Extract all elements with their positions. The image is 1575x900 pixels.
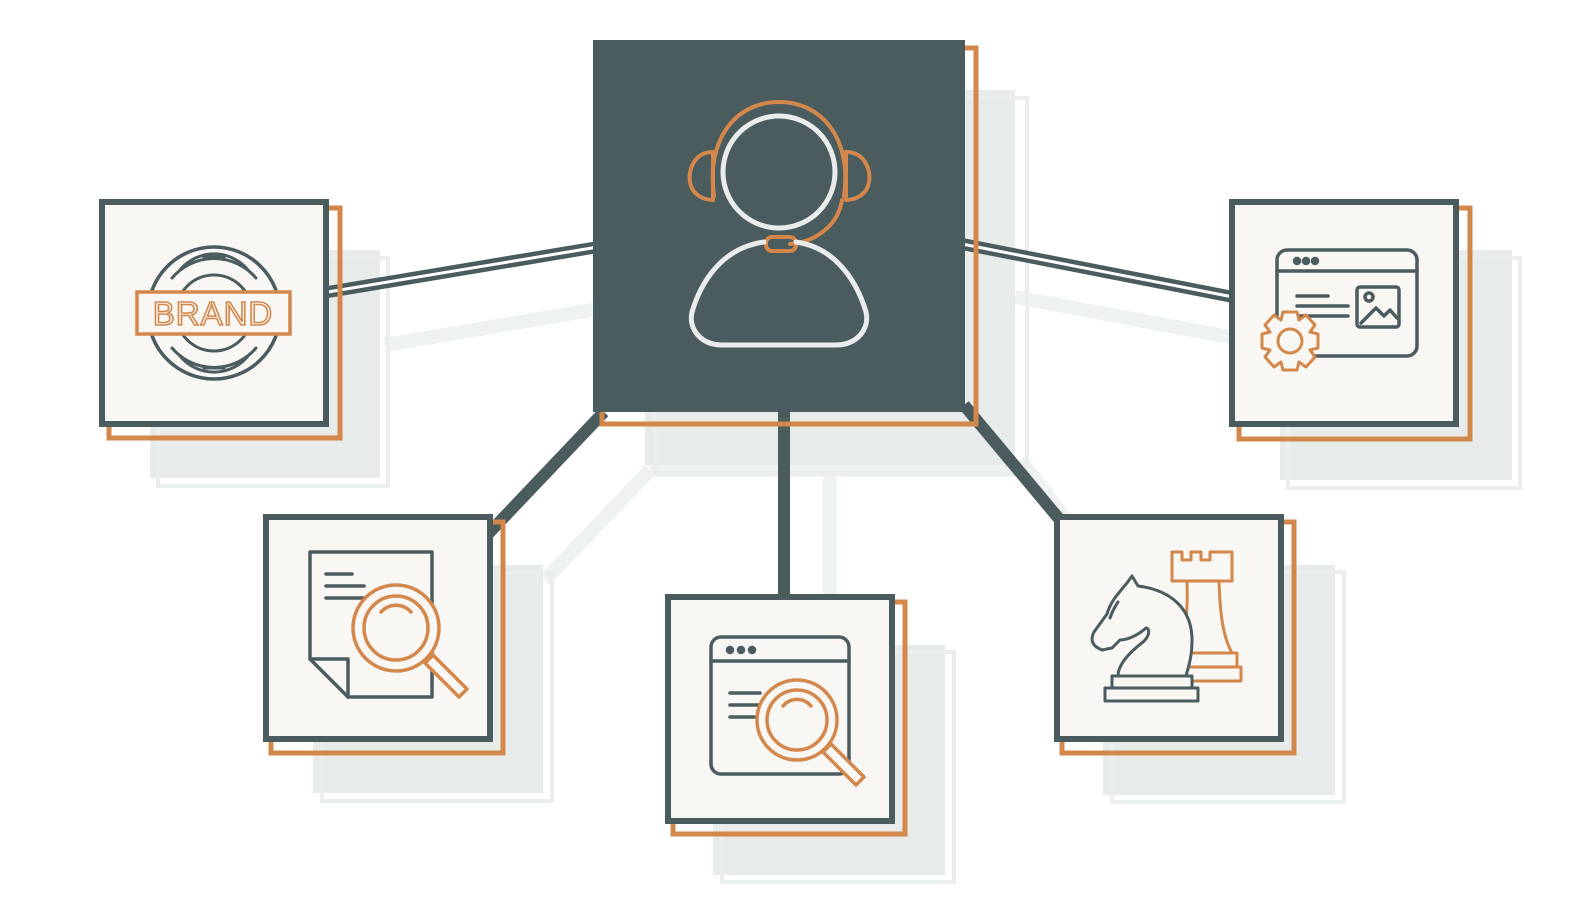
connector-document-search — [483, 407, 609, 539]
node-web-settings — [1229, 199, 1473, 442]
node-document-search — [263, 514, 506, 756]
brand-stamp-icon — [135, 245, 292, 381]
node-brand: BRAND — [99, 199, 343, 441]
headset-agent-icon — [687, 100, 872, 348]
center-node — [593, 40, 979, 427]
browser-magnifier-icon — [709, 635, 866, 787]
document-magnifier-icon — [308, 550, 469, 699]
brand-stamp-label: BRAND — [153, 295, 274, 332]
chess-knight-rook-icon — [1090, 550, 1243, 703]
browser-settings-gear-icon — [1260, 248, 1419, 372]
node-web-search — [665, 594, 908, 837]
node-strategy — [1054, 514, 1297, 756]
connector-lines — [327, 238, 1235, 598]
connector-strategy — [959, 401, 1065, 524]
